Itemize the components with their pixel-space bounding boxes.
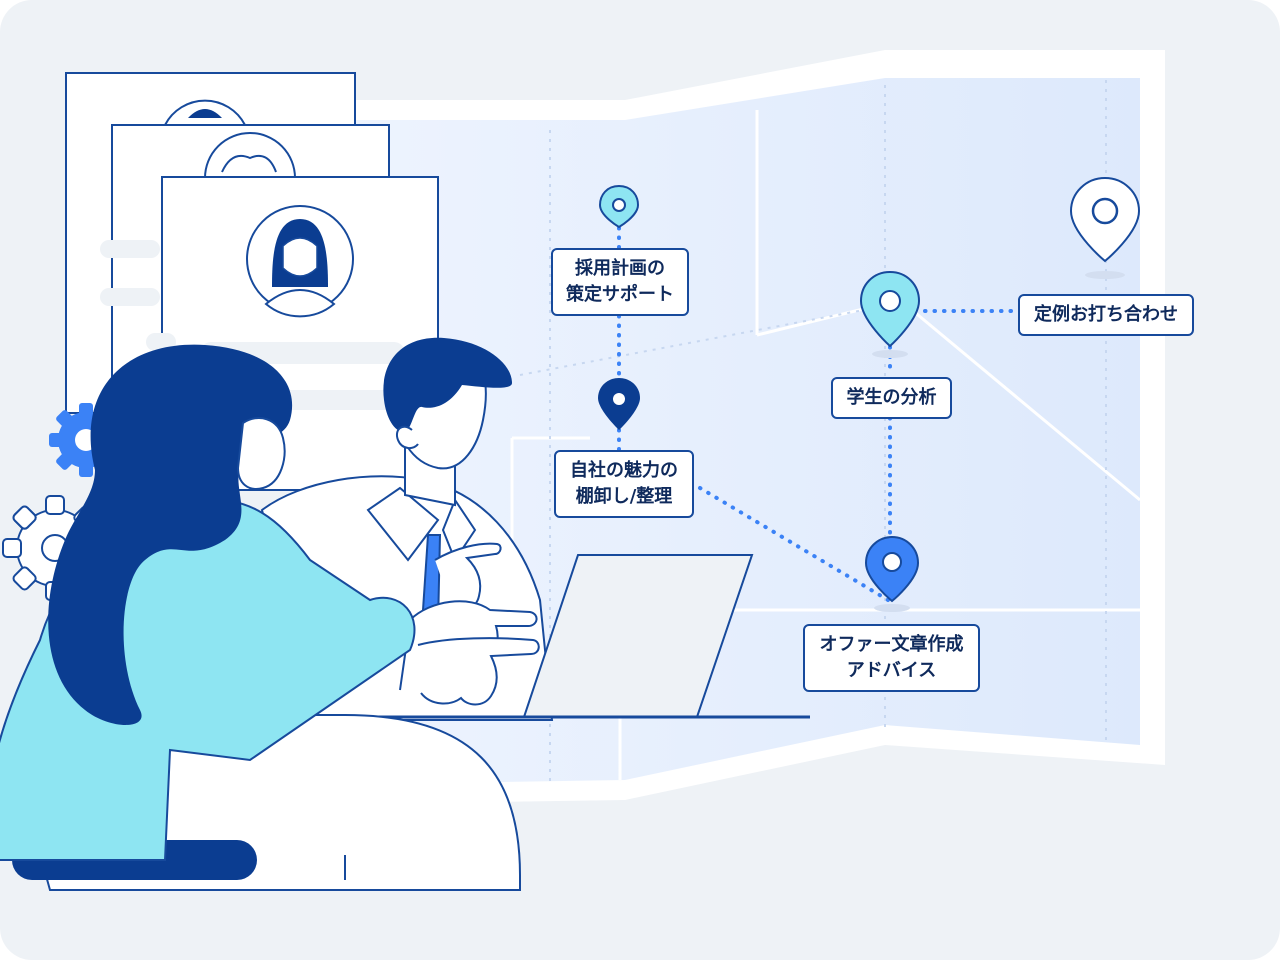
map-pin-icon [864,535,920,612]
label-line: 学生の分析 [846,387,937,408]
label-line: オファー文章作成 [819,634,964,655]
map-pin-icon [598,378,640,430]
label-student-analysis: 学生の分析 [831,377,952,419]
label-line: 定例お打ち合わせ [1034,304,1178,325]
map-pin-icon [859,270,921,358]
map-pin-icon [598,184,640,229]
label-company-appeal: 自社の魅力の 棚卸し/整理 [554,450,694,518]
map-pin-icon [1069,176,1141,279]
label-line: 棚卸し/整理 [575,486,673,507]
label-line: 自社の魅力の [570,460,678,481]
label-line: 採用計画の [575,258,665,279]
profile-document [161,176,439,491]
label-line: アドバイス [846,660,937,681]
label-offer-advice: オファー文章作成 アドバイス [803,624,980,692]
label-regular-meeting: 定例お打ち合わせ [1018,294,1194,336]
woman-figure [0,344,540,891]
label-recruitment-plan: 採用計画の 策定サポート [551,248,689,316]
profile-avatar-icon [246,205,354,318]
route-connectors [617,226,1017,602]
label-line: 策定サポート [566,284,674,305]
